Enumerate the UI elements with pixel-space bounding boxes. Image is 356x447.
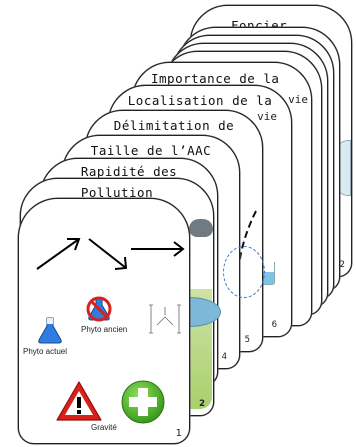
- arrow-right-icon: [131, 241, 185, 257]
- arrow-up-right-icon: [36, 238, 81, 270]
- phyto-actuel-label: Phyto actuel: [23, 347, 68, 356]
- plus-cross-icon: [121, 380, 165, 424]
- chemical-structure-icon: [149, 304, 181, 334]
- warning-triangle-icon: [56, 381, 102, 421]
- card-number: 6: [271, 320, 277, 330]
- card-title: Délimitation de: [113, 118, 235, 133]
- card-front[interactable]: Phyto actuel Phyto ancien: [18, 198, 190, 444]
- card-number: 2: [339, 260, 345, 270]
- card-title: Rapidité des: [80, 164, 178, 179]
- peek-text-vie-lower: vie: [257, 110, 277, 123]
- card-title: Pollution: [80, 185, 154, 200]
- card-number: 4: [221, 352, 227, 362]
- arrows-trend: [36, 238, 185, 270]
- banned-flask-icon: [86, 296, 112, 322]
- peek-cloud-icon: [189, 219, 213, 237]
- card-number: 5: [244, 335, 250, 345]
- flask-icon: [38, 317, 62, 344]
- card-title: Importance de la: [151, 71, 280, 86]
- card-title: Localisation de la: [127, 93, 273, 108]
- card-number: 1: [175, 428, 182, 439]
- arrow-down-right-icon: [88, 238, 128, 270]
- peek-dashed-circle: [223, 246, 265, 298]
- gravite-label: Gravité: [91, 423, 117, 432]
- phyto-ancien-label: Phyto ancien: [81, 325, 128, 334]
- card-title: Taille de l’AAC: [90, 143, 212, 158]
- card-number: 2: [199, 399, 205, 409]
- peek-text-vie-upper: vie: [288, 93, 308, 106]
